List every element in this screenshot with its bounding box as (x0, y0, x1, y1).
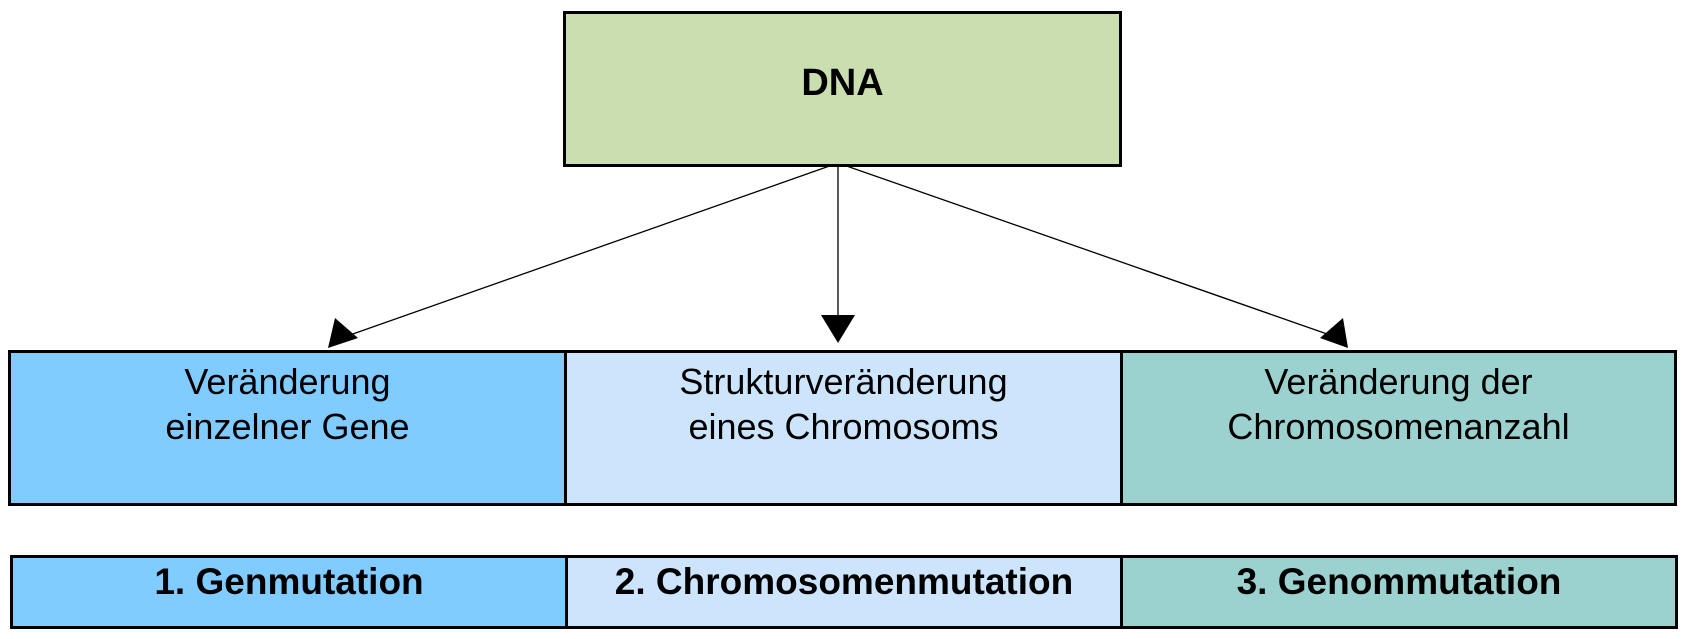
category-chromosome-number: Veränderung der Chromosomenanzahl (1120, 350, 1677, 506)
arrowhead-left (328, 318, 358, 348)
dna-box: DNA (563, 11, 1122, 167)
arrow-line-left (349, 162, 839, 336)
category-label: Strukturveränderung eines Chromosoms (679, 361, 1008, 447)
type-label: 1. Genmutation (154, 561, 424, 602)
dna-label: DNA (801, 61, 884, 104)
category-label: Veränderung der Chromosomenanzahl (1227, 361, 1570, 447)
category-label: Veränderung einzelner Gene (165, 361, 410, 447)
category-single-genes: Veränderung einzelner Gene (8, 350, 567, 506)
arrowhead-center (821, 315, 855, 343)
arrowhead-right (1320, 318, 1348, 348)
type-label: 2. Chromosomenmutation (614, 561, 1074, 602)
type-chromosome-mutation: 2. Chromosomenmutation (565, 555, 1123, 629)
type-genome-mutation: 3. Genommutation (1120, 555, 1678, 629)
arrow-line-right (837, 162, 1331, 336)
type-gene-mutation: 1. Genmutation (10, 555, 568, 629)
category-chromosome-structure: Strukturveränderung eines Chromosoms (564, 350, 1123, 506)
type-label: 3. Genommutation (1236, 561, 1562, 602)
